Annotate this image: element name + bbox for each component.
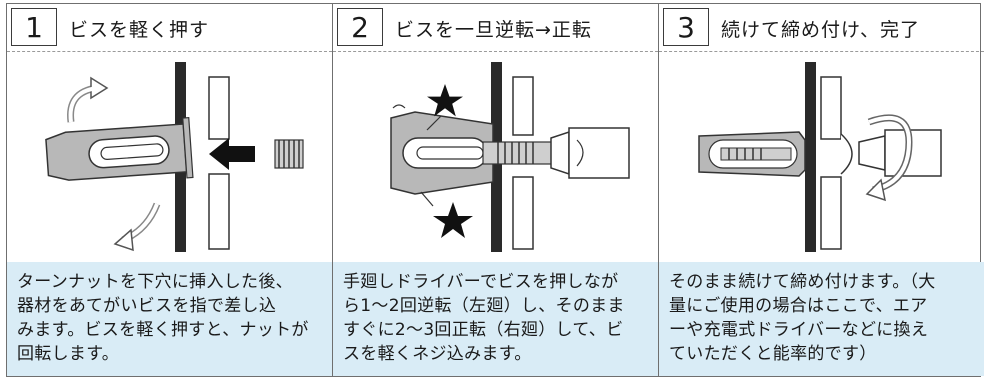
step-panel-2: 2 ビスを一旦逆転→正転 [333,4,659,376]
step-title-3: 続けて締め付け、完了 [721,19,921,41]
material-bottom [512,176,534,250]
step-header-3: 3 続けて締め付け、完了 [659,4,984,52]
screw-head [840,133,853,175]
turn-nut [698,131,806,177]
screw-shaft [482,141,554,165]
step-header-1: 1 ビスを軽く押す [7,4,332,52]
step-number-1: 1 [11,8,57,46]
step-illustration-2 [333,52,658,262]
step-panel-1: 1 ビスを軽く押す [7,4,333,376]
turn-nut [390,111,494,195]
rotate-arrow-icon [67,76,109,123]
turn-nut [45,116,194,181]
material-top [512,76,534,136]
rotate-arrow-icon [865,114,913,202]
step-number-2: 2 [337,8,383,46]
step-description-2: 手廻しドライバーでビスを押しなが ら1〜2回逆転（左廻）し、そのまま すぐに2〜… [333,262,658,376]
material-bottom [820,176,842,250]
step-illustration-3 [659,52,984,262]
step-description-3: そのまま続けて締め付けます。（大 量にご使用の場合はここで、エア ーや充電式ドラ… [659,262,984,376]
step-title-1: ビスを軽く押す [69,19,210,41]
step-title-2: ビスを一旦逆転→正転 [395,19,592,41]
rotate-arrow-icon [113,202,161,252]
step-header-2: 2 ビスを一旦逆転→正転 [333,4,658,52]
screw-thread [274,139,304,169]
screw-thread [720,147,792,161]
instruction-panels: 1 ビスを軽く押す [6,3,984,377]
push-arrow-icon [209,138,255,170]
star-icon [420,191,473,238]
screwdriver-icon [858,129,942,177]
screwdriver-icon [550,127,630,179]
motion-mark [392,104,406,109]
material-top [820,76,842,140]
material-bottom [208,173,230,250]
wall-panel [805,62,816,252]
step-number-3: 3 [663,8,709,46]
step-panel-3: 3 続けて締め付け、完了 [659,4,984,376]
step-illustration-1 [7,52,332,262]
step-description-1: ターンナットを下穴に挿入した後、 器材をあてがいビスを指で差し込 みます。ビスを… [7,262,332,376]
star-icon [426,84,463,131]
material-top [208,76,230,140]
